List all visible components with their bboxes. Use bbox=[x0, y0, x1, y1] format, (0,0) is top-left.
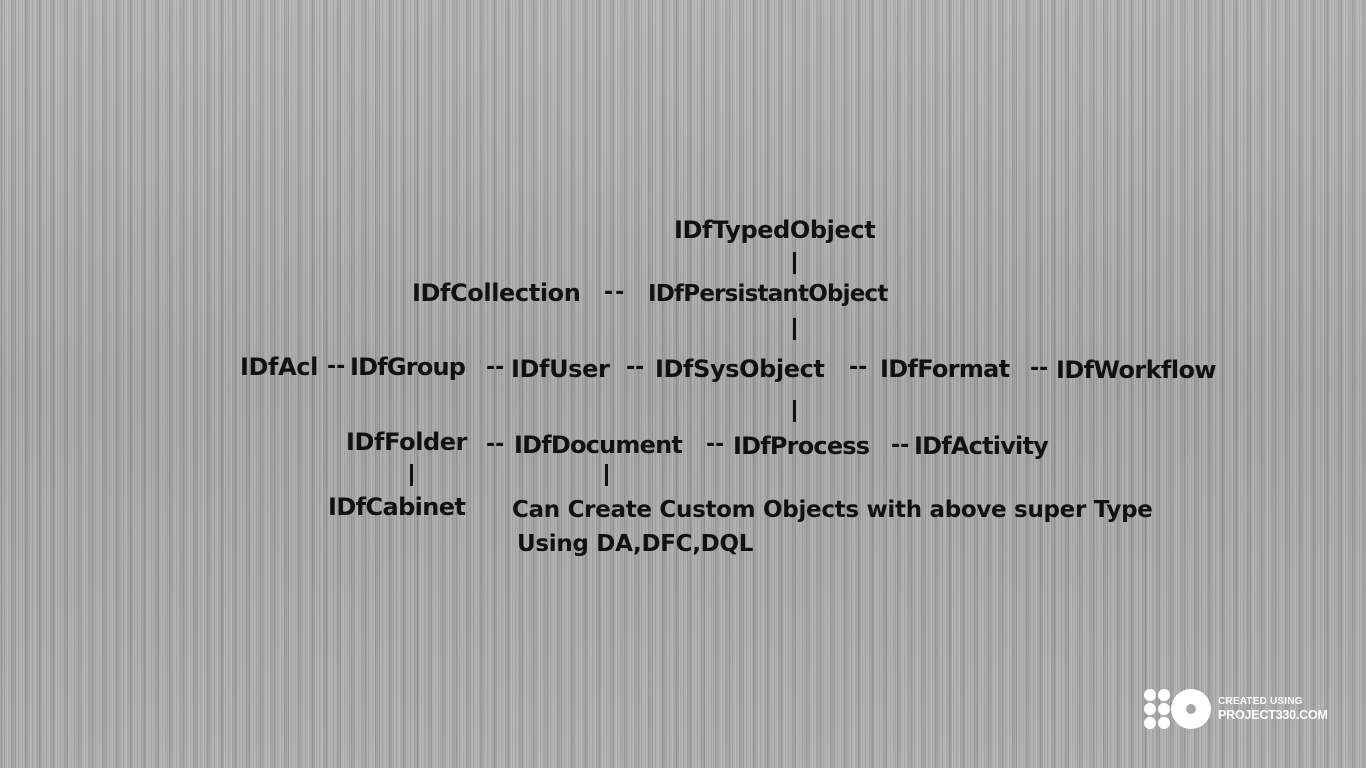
connector-format-workflow: -- bbox=[1030, 356, 1049, 381]
node-idfprocess: IDfProcess bbox=[733, 432, 870, 460]
connector-document-process: -- bbox=[706, 432, 725, 457]
node-idfdocument: IDfDocument bbox=[514, 431, 683, 459]
note-tools: Using DA,DFC,DQL bbox=[517, 531, 754, 557]
node-idfactivity: IDfActivity bbox=[914, 432, 1049, 460]
node-idfacl: IDfAcl bbox=[240, 353, 318, 381]
vertical-connector bbox=[793, 318, 796, 340]
node-idfsysobject: IDfSysObject bbox=[655, 355, 825, 383]
project330-logo: CREATED USING PROJECT330.COM bbox=[1143, 688, 1333, 732]
note-custom-objects: Can Create Custom Objects with above sup… bbox=[512, 497, 1153, 523]
node-idffolder: IDfFolder bbox=[346, 428, 468, 456]
node-idfgroup: IDfGroup bbox=[350, 353, 466, 381]
connector-process-activity: -- bbox=[891, 433, 910, 458]
connector-group-user: -- bbox=[486, 355, 505, 380]
connector-collection-persistant: -- bbox=[604, 280, 627, 305]
node-idfuser: IDfUser bbox=[511, 355, 610, 383]
vertical-connector bbox=[410, 464, 413, 486]
node-idfpersistantobject: IDfPersistantObject bbox=[648, 281, 888, 307]
node-idfformat: IDfFormat bbox=[880, 355, 1010, 383]
vertical-connector bbox=[605, 464, 608, 486]
node-idfworkflow: IDfWorkflow bbox=[1056, 356, 1217, 384]
node-idfcollection: IDfCollection bbox=[412, 279, 581, 307]
vertical-connector bbox=[793, 400, 796, 422]
connector-sysobject-format: -- bbox=[849, 355, 868, 380]
connector-folder-document: -- bbox=[486, 432, 505, 457]
project330-logo-icon bbox=[1144, 689, 1211, 729]
watermark-line1: CREATED USING bbox=[1218, 696, 1303, 707]
vertical-connector bbox=[793, 252, 796, 274]
watermark-line2: PROJECT330.COM bbox=[1218, 708, 1328, 722]
node-idfcabinet: IDfCabinet bbox=[328, 493, 466, 521]
connector-acl-group: -- bbox=[327, 354, 346, 379]
connector-user-sysobject: -- bbox=[626, 355, 645, 380]
node-idftypedobject: IDfTypedObject bbox=[674, 216, 876, 244]
